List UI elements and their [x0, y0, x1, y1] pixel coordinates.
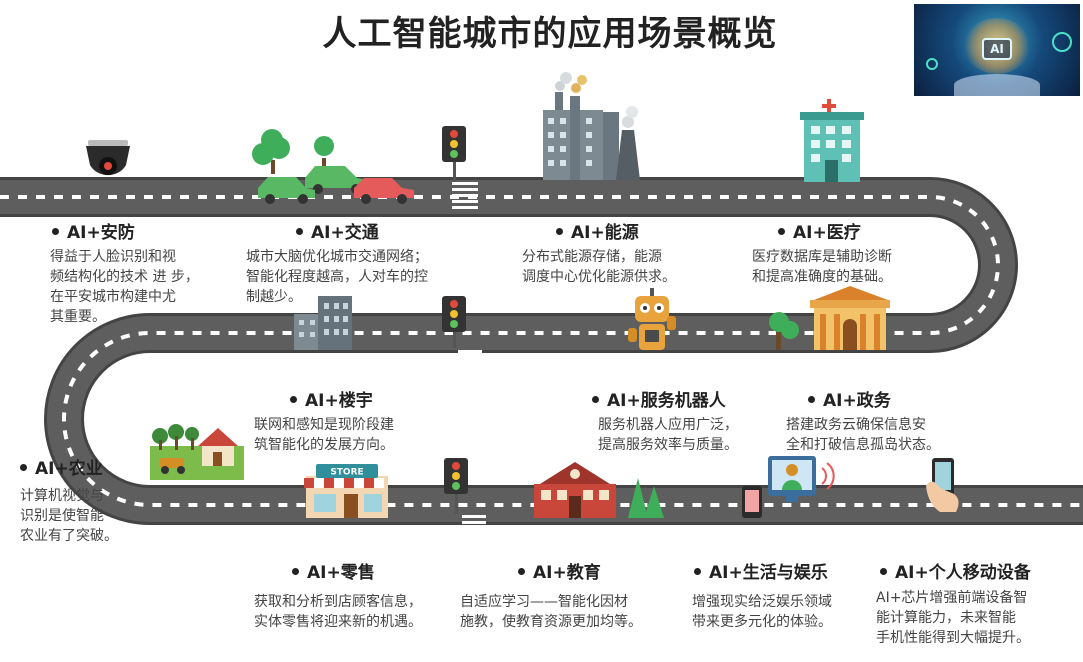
store-icon: STORE [304, 464, 388, 518]
education-desc: 自适应学习——智能化因材施教，使教育资源更加均等。 [460, 594, 642, 630]
agriculture-desc: 计算机视觉与识别是使智能农业有了突破。 [20, 488, 118, 544]
retail-desc: 获取和分析到店顾客信息，实体零售将迎来新的机遇。 [254, 594, 422, 630]
security-title: AI+安防 [52, 218, 135, 243]
store-sign-text: STORE [330, 468, 363, 478]
energy-title: AI+能源 [556, 218, 639, 243]
video-chat-icon [742, 456, 835, 518]
ai-badge: AI [982, 38, 1012, 60]
robot-icon [628, 288, 676, 350]
security-desc: 得益于人脸识别和视频结构化的技术 进 步，在平安城市构建中尤其重要。 [50, 249, 199, 325]
robot-desc: 服务机器人应用广泛，提高服务效率与质量。 [598, 417, 738, 453]
government-building-icon [769, 286, 890, 350]
energy-desc: 分布式能源存储，能源调度中心优化能源供求。 [522, 249, 676, 285]
retail-title: AI+零售 [292, 558, 375, 583]
robot-title: AI+服务机器人 [592, 386, 726, 411]
hospital-icon [800, 99, 864, 182]
traffic-light-icon [444, 458, 468, 514]
cars-and-trees-icon [252, 129, 414, 204]
life-desc: 增强现实给泛娱乐领域带来更多元化的体验。 [692, 594, 832, 630]
government-desc: 搭建政务云确保信息安全和打破信息孤岛状态。 [786, 417, 940, 453]
traffic-light-icon [442, 296, 466, 348]
crosswalk-3 [462, 515, 486, 542]
factory-icon [543, 72, 640, 180]
farm-icon [150, 424, 244, 480]
page-title: 人工智能城市的应用场景概览 [322, 14, 778, 54]
traffic-title: AI+交通 [296, 218, 379, 243]
government-title: AI+政务 [808, 386, 891, 411]
life-title: AI+生活与娱乐 [694, 558, 828, 583]
medical-desc: 医疗数据库是辅助诊断和提高准确度的基础。 [752, 249, 892, 285]
office-buildings-icon [294, 296, 352, 350]
building-desc: 联网和感知是现阶段建筑智能化的发展方向。 [254, 417, 394, 453]
security-camera-icon [86, 140, 130, 176]
building-title: AI+楼宇 [290, 386, 373, 411]
school-icon [534, 462, 664, 518]
education-title: AI+教育 [518, 558, 601, 583]
mobile-desc: AI+芯片增强前端设备智能计算能力，未来智能手机性能得到大幅提升。 [876, 590, 1030, 646]
crosswalk-2 [458, 350, 482, 377]
crosswalk-1 [452, 182, 478, 209]
winding-road [0, 177, 1083, 525]
mobile-title: AI+个人移动设备 [880, 558, 1031, 583]
smartphone-hand-icon [926, 458, 959, 512]
traffic-desc: 城市大脑优化城市交通网络；智能化程度越高，人对车的控制越少。 [246, 249, 428, 305]
agriculture-title: AI+农业 [20, 454, 103, 479]
medical-title: AI+医疗 [778, 218, 861, 243]
ai-brain-image: AI [914, 4, 1080, 96]
traffic-light-icon [442, 126, 466, 181]
